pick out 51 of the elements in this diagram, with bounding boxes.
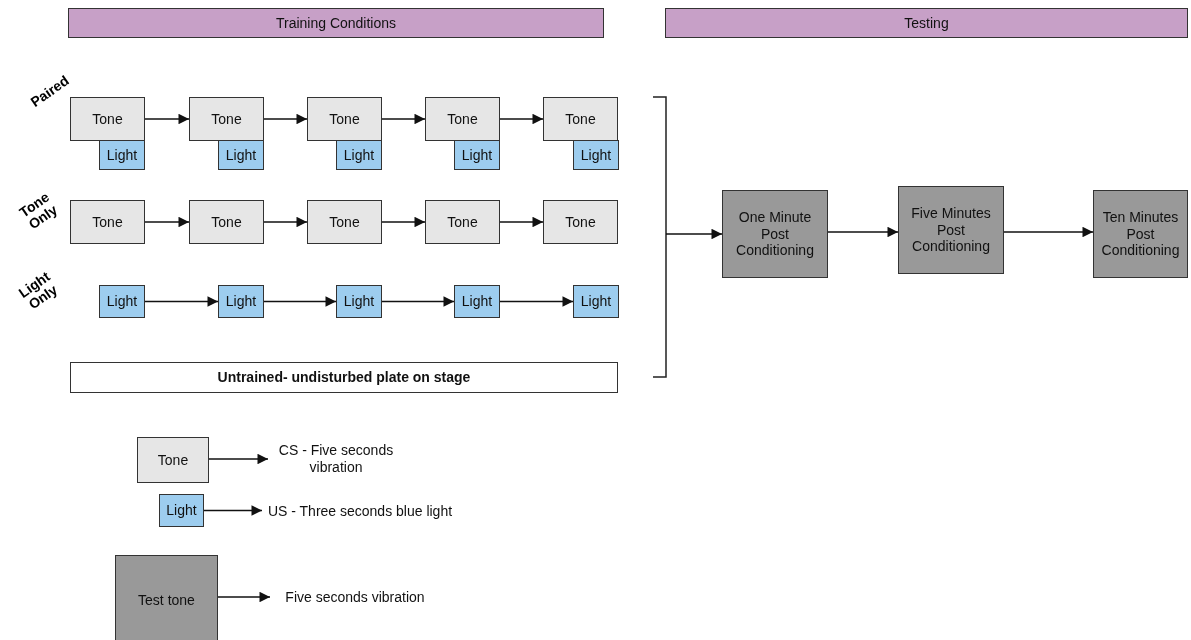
light-box: Light — [336, 140, 382, 170]
process-box: Five Minutes Post Conditioning — [898, 186, 1004, 274]
arrow — [263, 216, 308, 228]
arrow — [1003, 226, 1094, 238]
arrow — [381, 216, 426, 228]
arrow — [217, 591, 271, 603]
title-band: Testing — [665, 8, 1188, 38]
legend-text: Five seconds vibration — [285, 588, 425, 606]
light-box: Light — [454, 285, 500, 318]
light-box: Light — [99, 285, 145, 318]
tone-box: Tone — [189, 97, 264, 141]
test-tone-box: Test tone — [115, 555, 218, 640]
arrow — [381, 113, 426, 125]
arrow — [665, 228, 723, 240]
light-box: Light — [218, 140, 264, 170]
process-box: Untrained- undisturbed plate on stage — [70, 362, 618, 393]
tone-box: Tone — [137, 437, 209, 483]
arrow — [499, 216, 544, 228]
arrow — [144, 113, 190, 125]
arrow — [208, 453, 269, 465]
light-box: Light — [218, 285, 264, 318]
tone-box: Tone — [425, 200, 500, 244]
tone-box: Tone — [543, 97, 618, 141]
title-band: Training Conditions — [68, 8, 604, 38]
tone-box: Tone — [307, 200, 382, 244]
tone-box: Tone — [543, 200, 618, 244]
tone-box: Tone — [425, 97, 500, 141]
light-box: Light — [573, 140, 619, 170]
arrow — [144, 296, 219, 307]
legend-text: CS - Five seconds vibration — [277, 442, 395, 476]
light-box: Light — [573, 285, 619, 318]
arrow — [144, 216, 190, 228]
arrow — [203, 505, 263, 516]
tone-box: Tone — [189, 200, 264, 244]
arrow — [381, 296, 455, 307]
arrow — [499, 296, 574, 307]
process-box: Ten Minutes Post Conditioning — [1093, 190, 1188, 278]
arrow — [499, 113, 544, 125]
light-box: Light — [336, 285, 382, 318]
tone-box: Tone — [70, 97, 145, 141]
arrow — [263, 113, 308, 125]
row-label: Tone Only — [15, 187, 62, 235]
process-box: One Minute Post Conditioning — [722, 190, 828, 278]
light-box: Light — [159, 494, 204, 527]
arrow — [827, 226, 899, 238]
tone-box: Tone — [70, 200, 145, 244]
light-box: Light — [454, 140, 500, 170]
tone-box: Tone — [307, 97, 382, 141]
arrow — [263, 296, 337, 307]
light-box: Light — [99, 140, 145, 170]
legend-text: US - Three seconds blue light — [267, 502, 453, 520]
